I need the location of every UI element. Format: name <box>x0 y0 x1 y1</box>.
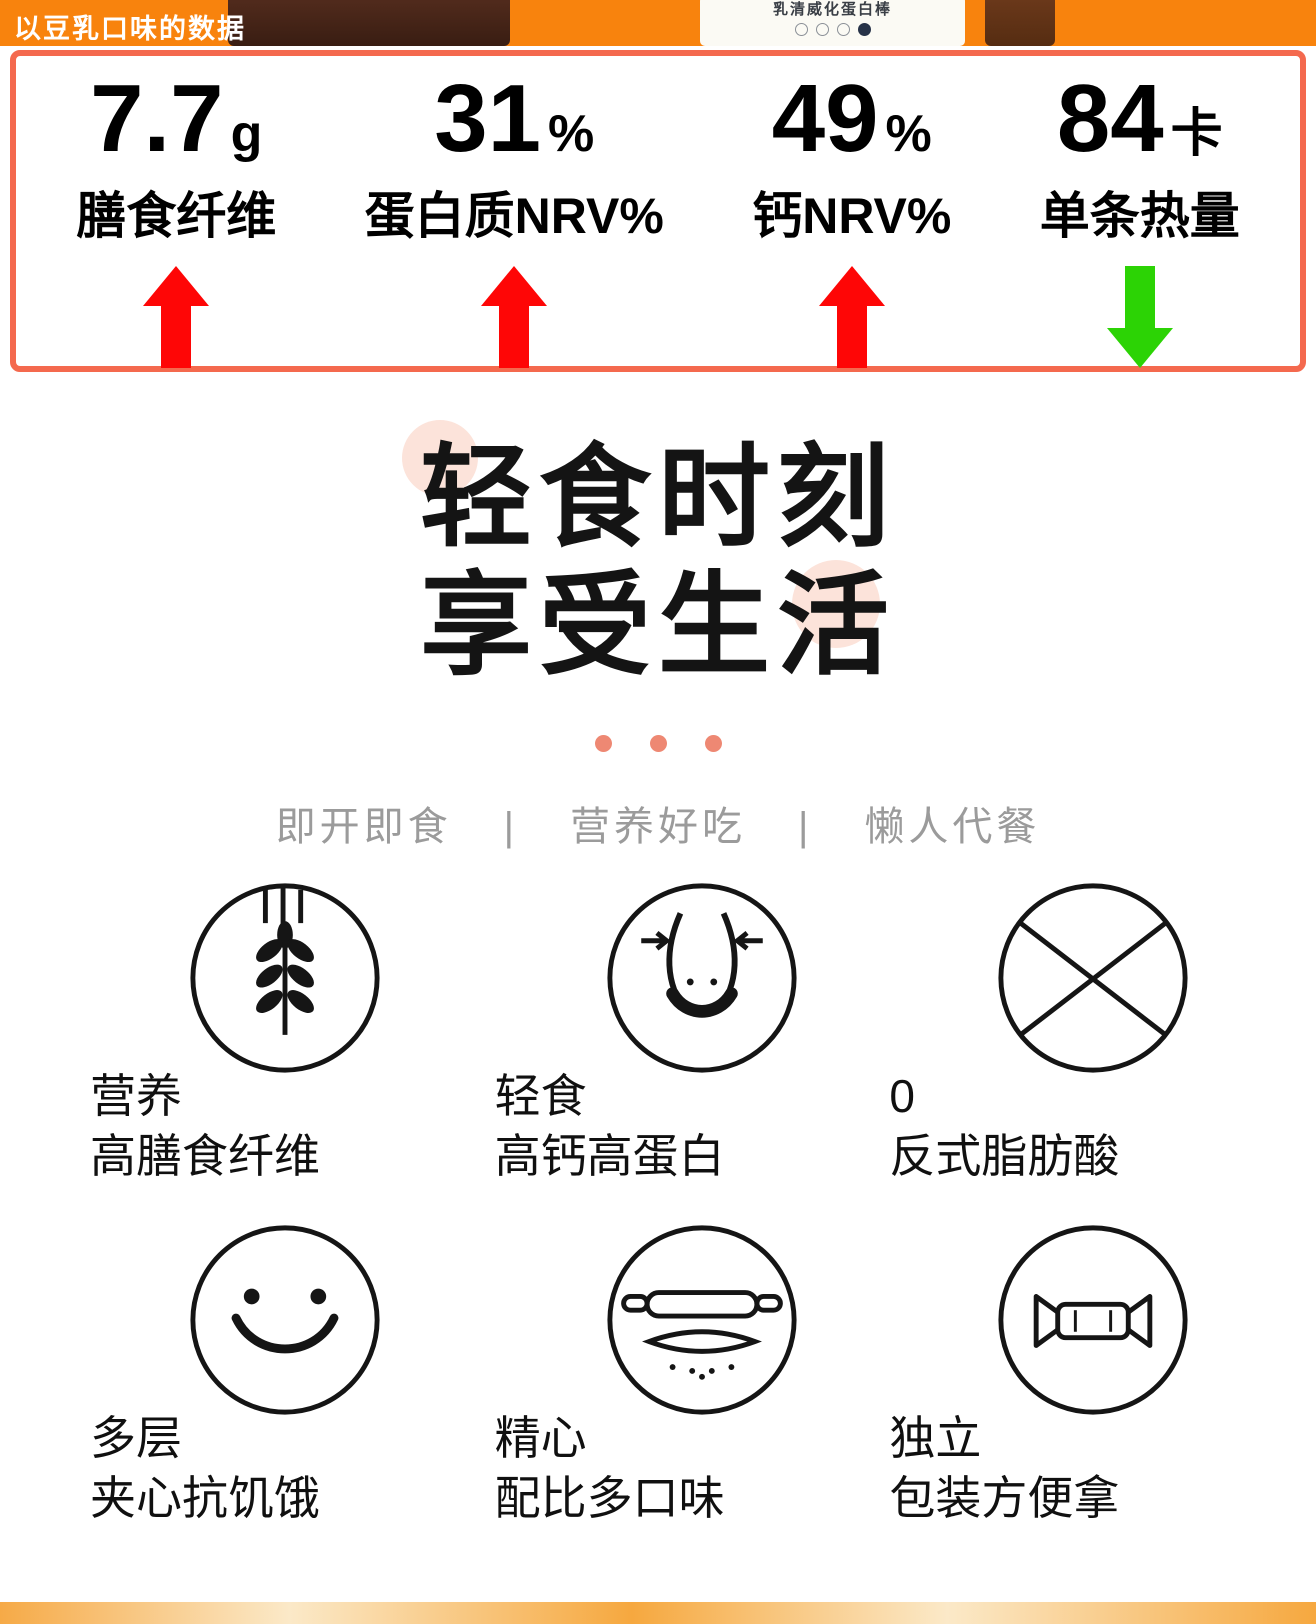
feature-label: 0 反式脂肪酸 <box>889 1066 1119 1186</box>
flavor-data-note: 以豆乳口味的数据 <box>14 14 246 44</box>
stat-number: 7.7 <box>90 65 224 172</box>
up-arrow-icon <box>76 265 276 368</box>
feature-zero-trans-fat: 0 反式脂肪酸 <box>877 880 1316 1188</box>
hero-title-line1: 轻食时刻 <box>420 435 896 560</box>
hero-title-line2: 享受生活 <box>420 562 896 688</box>
stat-calcium-nrv: 49 % 钙NRV% <box>752 70 951 368</box>
feature-light-meal: 轻食 高钙高蛋白 <box>439 880 878 1188</box>
selling-points: 即开即食 | 营养好吃 | 懒人代餐 <box>0 794 1316 852</box>
stat-value: 49 % <box>752 70 951 168</box>
waist-icon <box>604 880 800 1076</box>
stat-number: 31 <box>434 65 541 172</box>
stat-protein-nrv: 31 % 蛋白质NRV% <box>365 70 664 368</box>
feature-fiber: 营养 高膳食纤维 <box>0 880 439 1188</box>
selling-point-1: 即开即食 <box>275 805 452 850</box>
stat-unit: 卡 <box>1170 105 1223 163</box>
feature-label-line1: 精心 <box>494 1412 587 1465</box>
top-banner: 乳清威化蛋白棒 以豆乳口味的数据 <box>0 0 1316 46</box>
dots-divider <box>0 735 1316 753</box>
wheat-icon <box>187 880 383 1076</box>
separator: | <box>798 805 813 850</box>
stat-value: 31 % <box>365 70 664 168</box>
feature-label-line2: 高膳食纤维 <box>90 1130 320 1183</box>
stat-value: 7.7 g <box>76 70 276 168</box>
accent-circle <box>402 420 478 496</box>
feature-label-line1: 多层 <box>90 1412 182 1465</box>
feature-label-line1: 0 <box>889 1070 915 1123</box>
stat-calories: 84 卡 单条热量 <box>1040 70 1240 368</box>
rolling-pin-icon <box>604 1222 800 1418</box>
stat-value: 84 卡 <box>1040 70 1240 168</box>
hero-section: 轻食时刻 享受生活 <box>0 420 1316 689</box>
dot <box>704 735 722 753</box>
feature-label-line1: 独立 <box>889 1412 982 1465</box>
feature-recipe: 精心 配比多口味 <box>439 1222 878 1530</box>
feature-label-line2: 配比多口味 <box>494 1472 725 1525</box>
feature-label-line1: 轻食 <box>494 1070 587 1123</box>
separator: | <box>503 805 518 850</box>
feature-label: 多层 夹心抗饥饿 <box>90 1408 320 1528</box>
stat-label: 蛋白质NRV% <box>364 187 664 244</box>
feature-multi-layer: 多层 夹心抗饥饿 <box>0 1222 439 1530</box>
up-arrow-icon <box>752 265 951 368</box>
feature-label: 精心 配比多口味 <box>495 1408 725 1528</box>
feature-row-2: 多层 夹心抗饥饿 精心 <box>0 1222 1316 1530</box>
feature-label-line2: 包装方便拿 <box>889 1472 1120 1525</box>
stat-label: 膳食纤维 <box>76 187 277 244</box>
dot <box>649 735 667 753</box>
feature-label-line2: 反式脂肪酸 <box>889 1130 1120 1183</box>
feature-label: 轻食 高钙高蛋白 <box>495 1066 725 1186</box>
stat-unit: % <box>885 105 932 163</box>
wrapped-bar-icon <box>995 1222 1191 1418</box>
next-section-edge <box>0 1602 1316 1624</box>
stat-label: 钙NRV% <box>752 187 952 244</box>
stat-number: 49 <box>771 65 879 172</box>
feature-label-line2: 高钙高蛋白 <box>494 1130 725 1183</box>
feature-individual-pack: 独立 包装方便拿 <box>877 1222 1316 1530</box>
stat-number: 84 <box>1056 65 1164 172</box>
selling-point-2: 营养好吃 <box>570 805 746 850</box>
stat-unit: % <box>547 105 595 163</box>
feature-row-1: 营养 高膳食纤维 轻食 高钙高蛋白 <box>0 880 1316 1188</box>
up-arrow-icon <box>365 265 664 368</box>
wafer-product-image <box>228 0 510 46</box>
wafer-product-image <box>985 0 1055 46</box>
nutrition-stats-panel: 7.7 g 膳食纤维 31 % 蛋白质NRV% 49 % 钙NRV% 84 卡 <box>10 50 1306 372</box>
package-badges <box>794 23 871 36</box>
product-package-image: 乳清威化蛋白棒 <box>700 0 965 46</box>
feature-label-line2: 夹心抗饥饿 <box>90 1472 320 1525</box>
smile-icon <box>187 1222 383 1418</box>
down-arrow-icon <box>1040 265 1240 368</box>
dot <box>594 735 612 753</box>
accent-circle <box>792 560 880 648</box>
feature-label: 营养 高膳食纤维 <box>90 1066 320 1186</box>
feature-label: 独立 包装方便拿 <box>889 1408 1119 1528</box>
stat-label: 单条热量 <box>1039 187 1240 244</box>
selling-point-3: 懒人代餐 <box>864 805 1041 850</box>
feature-grid: 营养 高膳食纤维 轻食 高钙高蛋白 <box>0 880 1316 1530</box>
package-title: 乳清威化蛋白棒 <box>772 1 892 18</box>
no-trans-fat-icon <box>995 880 1191 1076</box>
stat-unit: g <box>230 105 263 163</box>
stat-dietary-fiber: 7.7 g 膳食纤维 <box>76 70 276 368</box>
feature-label-line1: 营养 <box>90 1070 182 1123</box>
